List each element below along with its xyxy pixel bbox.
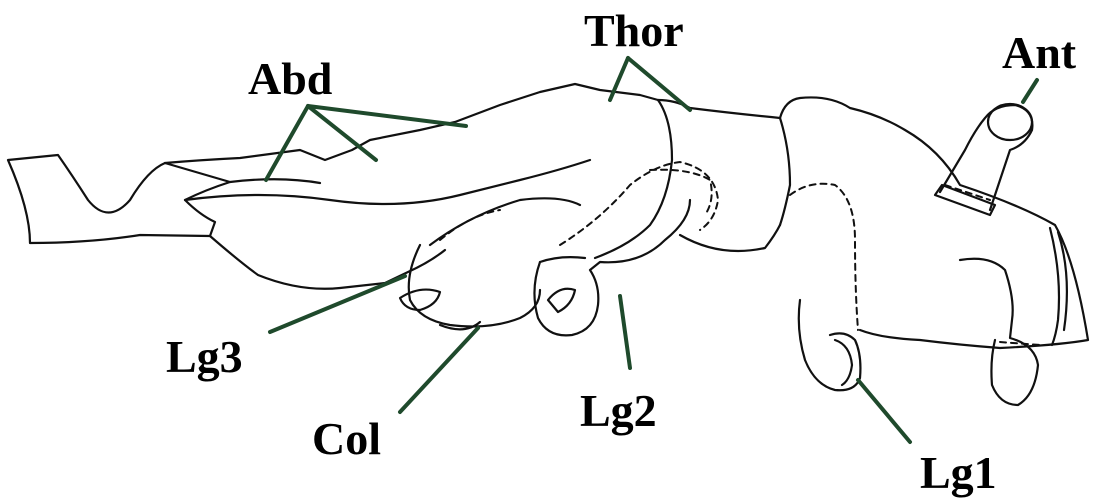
leg2-coxa (540, 257, 585, 262)
label-abd: Abd (248, 53, 333, 104)
thorax-segment (595, 100, 672, 258)
leg1 (799, 300, 861, 390)
head-rim (1050, 228, 1059, 345)
leader-lg1 (858, 380, 910, 442)
abdomen-fold-3 (430, 198, 580, 245)
leg1-claw (835, 340, 852, 385)
antenna-tip (988, 104, 1032, 140)
thorax-upper (658, 100, 780, 118)
thorax-lower (680, 225, 780, 251)
abdomen-upper (165, 84, 658, 163)
abdomen-fold-1 (185, 160, 590, 204)
label-lg3: Lg3 (166, 331, 243, 382)
label-lg1: Lg1 (920, 447, 997, 498)
leader-lg2 (620, 296, 630, 368)
leg2-claw (548, 289, 575, 312)
abdomen-fold-2 (230, 179, 320, 183)
label-ant: Ant (1002, 27, 1077, 78)
head-inner (780, 118, 790, 225)
leg3 (409, 245, 540, 326)
leader-ant (1023, 80, 1037, 102)
dashed-line-1 (440, 210, 500, 240)
leg2 (534, 200, 690, 335)
label-col: Col (312, 413, 381, 464)
leg3-claw (400, 290, 440, 310)
head (780, 97, 1088, 348)
leader-abd-1 (266, 106, 308, 180)
label-thor: Thor (584, 5, 684, 56)
leader-col (400, 328, 478, 412)
label-lg2: Lg2 (580, 385, 657, 436)
mouthpart (960, 259, 1038, 405)
antenna-base (935, 185, 995, 215)
labels: Abd Thor Ant Lg3 Col Lg2 Lg1 (166, 5, 1077, 498)
